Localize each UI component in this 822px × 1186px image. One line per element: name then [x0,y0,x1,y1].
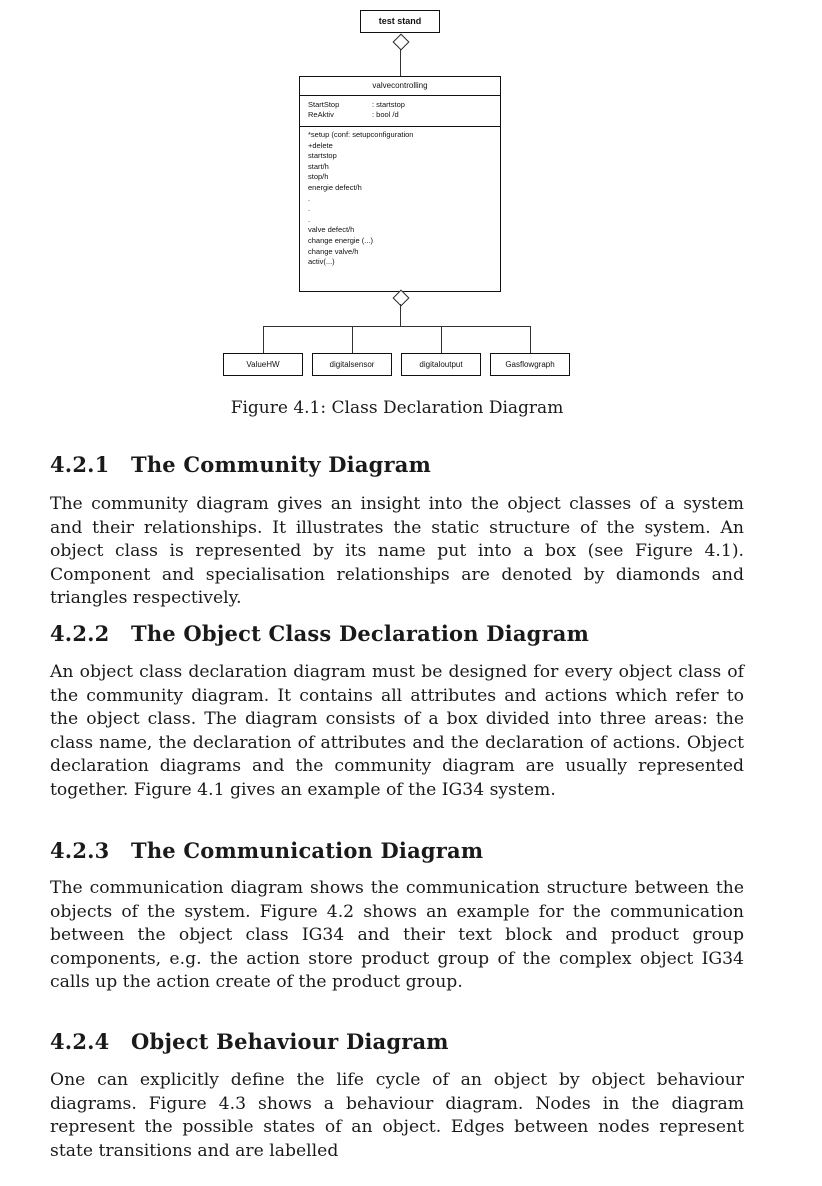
class-box-digitalsensor: digitalsensor [312,353,392,376]
connector-line [352,326,353,353]
attribute-row: StartStop : startstop [308,100,500,110]
section-heading-4-2-2: 4.2.2 The Object Class Declaration Diagra… [50,621,589,646]
section-number: 4.2.3 [50,838,110,863]
action-item: +delete [308,140,333,150]
attribute-section: StartStop : startstop ReAktiv : bool /d [300,96,500,127]
section-heading-4-2-4: 4.2.4 Object Behaviour Diagram [50,1029,449,1054]
class-box-digitaloutput: digitaloutput [401,353,481,376]
section-paragraph: The communication diagram shows the comm… [50,878,744,992]
action-item: . [308,204,311,214]
action-item: . [308,193,311,203]
action-item: . [308,214,311,224]
class-name: valvecontrolling [300,77,500,96]
aggregation-diamond [392,289,410,307]
action-item: change valve/h [308,246,359,256]
connector-line [441,326,442,353]
attribute-name: StartStop [308,100,340,109]
action-item: valve defect/h [308,225,355,235]
class-box-gasflowgraph: Gasflowgraph [490,353,570,376]
attribute-row: ReAktiv : bool /d [308,110,500,120]
class-box-valuehw: ValueHW [223,353,303,376]
connector-line [263,326,530,327]
action-item: energie defect/h [308,182,362,192]
attribute-type: : bool /d [372,110,399,119]
action-item: *setup (conf: setupconfiguration [308,130,414,139]
section-number: 4.2.2 [50,621,110,646]
action-item: change energie (...) [308,235,374,245]
connector-line [400,304,401,327]
connector-line [530,326,531,353]
class-box-test-stand: test stand [360,10,440,33]
action-item: activ(...) [308,257,335,267]
attribute-name: ReAktiv [308,110,334,119]
section-number: 4.2.4 [50,1029,110,1054]
section-paragraph: One can explicitly define the life cycle… [50,1070,744,1161]
aggregation-diamond [392,33,410,51]
connector-line [263,326,264,353]
section-heading-4-2-3: 4.2.3 The Communication Diagram [50,838,483,863]
section-title: The Community Diagram [131,452,432,477]
section-title: The Communication Diagram [131,838,484,863]
connector-line [400,44,401,76]
action-section: *setup (conf: setupconfiguration +delete… [300,127,500,268]
section-paragraph: The community diagram gives an insight i… [50,494,744,608]
action-item: startstop [308,151,337,161]
class-box-valvecontrolling: valvecontrolling StartStop : startstop Re… [299,76,501,292]
section-paragraph: An object class declaration diagram must… [50,662,744,800]
section-title: The Object Class Declaration Diagram [131,621,590,646]
section-title: Object Behaviour Diagram [131,1029,449,1054]
action-item: start/h [308,161,329,171]
action-item: stop/h [308,172,329,182]
figure-caption: Figure 4.1: Class Declaration Diagram [230,398,564,418]
attribute-type: : startstop [372,100,405,109]
section-number: 4.2.1 [50,452,110,477]
section-heading-4-2-1: 4.2.1 The Community Diagram [50,452,431,477]
class-name: test stand [378,16,422,26]
